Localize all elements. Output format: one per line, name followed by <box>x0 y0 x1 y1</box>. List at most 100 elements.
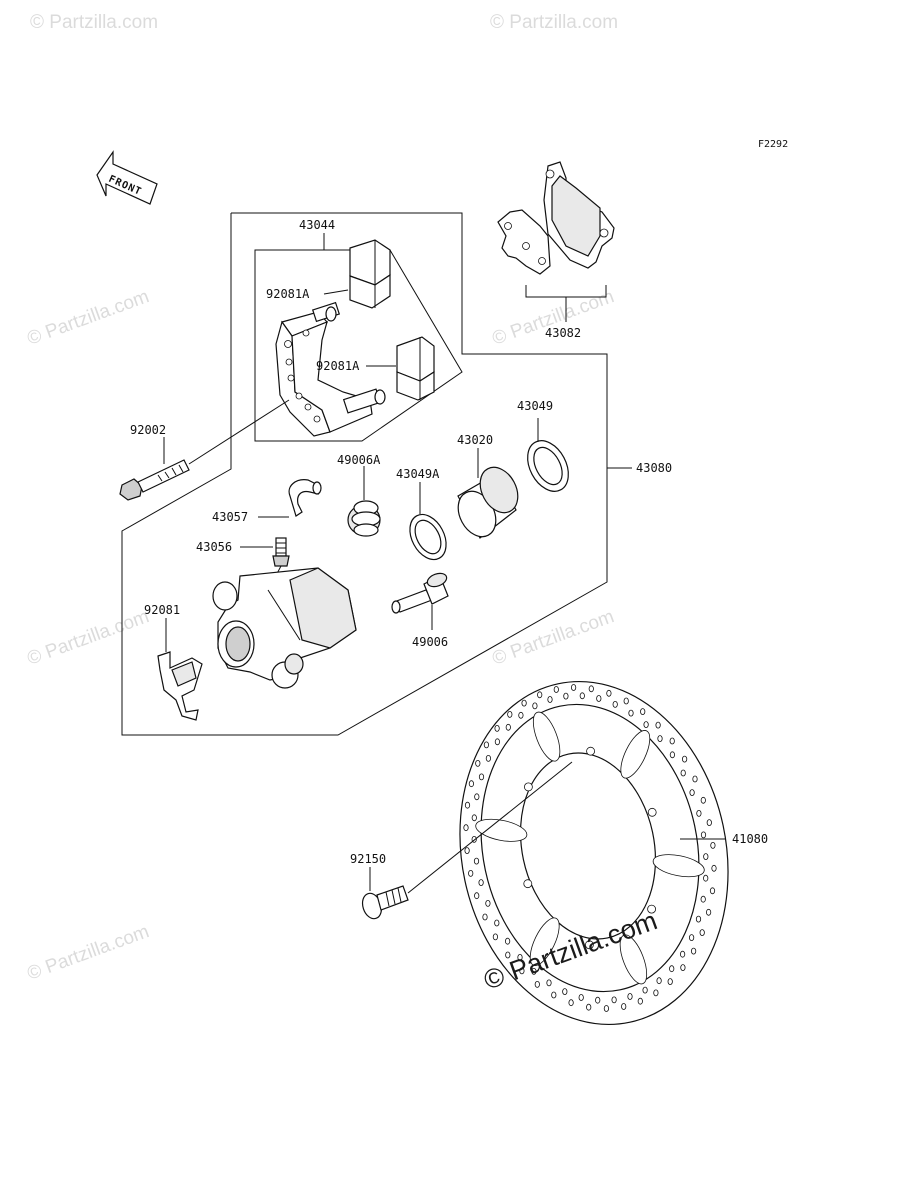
label-92081A-upper: 92081A <box>266 287 310 301</box>
label-92002: 92002 <box>130 423 166 437</box>
disc-drill-hole <box>655 721 661 729</box>
disc-slot <box>619 934 648 985</box>
disc-drill-hole <box>568 999 574 1007</box>
disc-drill-hole <box>492 933 498 941</box>
disc-slot <box>529 917 560 966</box>
disc-drill-hole <box>710 842 716 849</box>
disc-slot <box>532 711 561 762</box>
label-41080: 41080 <box>732 832 768 846</box>
disc-drill-hole <box>628 709 634 717</box>
disc-drill-hole <box>483 741 489 749</box>
disc-drill-hole <box>485 900 491 907</box>
pad-spring-upper <box>349 239 391 309</box>
disc-drill-hole <box>482 913 488 921</box>
disc-drill-hole <box>464 847 470 854</box>
disc-drill-hole <box>463 824 469 832</box>
disc-mount-hole <box>524 782 533 792</box>
disc-mount-hole <box>586 746 595 756</box>
label-92081: 92081 <box>144 603 180 617</box>
pin-boot <box>347 500 381 537</box>
disc-drill-hole <box>494 725 500 732</box>
watermark: © Partzilla.com <box>30 12 158 33</box>
disc-drill-hole <box>637 997 643 1005</box>
disc-drill-hole <box>468 780 474 788</box>
disc-drill-hole <box>478 773 485 781</box>
disc-drill-hole <box>680 769 686 777</box>
disc-drill-hole <box>700 831 707 839</box>
label-43057: 43057 <box>212 510 248 524</box>
disc-drill-hole <box>537 691 543 699</box>
label-43049A: 43049A <box>396 467 440 481</box>
disc-drill-hole <box>692 775 698 783</box>
caliper-bracket <box>275 301 386 437</box>
part-labels: 43044 92081A 92081A 43082 92002 43049 43… <box>130 218 768 866</box>
brake-pad-set <box>497 161 615 275</box>
disc-drill-hole <box>546 979 552 987</box>
watermark: © Partzilla.com <box>490 286 617 350</box>
disc-mount-hole <box>523 879 533 889</box>
disc-drill-hole <box>471 814 477 822</box>
label-43082: 43082 <box>545 326 581 340</box>
bleeder-valve <box>272 537 290 567</box>
disc-drill-hole <box>464 801 471 809</box>
disc-slot <box>620 730 651 779</box>
disc-drill-hole <box>657 735 663 742</box>
disc-drill-hole <box>690 947 697 955</box>
watermark: © Partzilla.com <box>25 921 152 985</box>
disc-drill-hole <box>669 737 675 745</box>
disc-drill-hole <box>562 988 568 995</box>
disc-drill-hole <box>494 919 500 927</box>
label-43056: 43056 <box>196 540 232 554</box>
disc-slot <box>475 818 528 842</box>
disc-bolt <box>361 885 409 920</box>
disc-drill-hole <box>507 711 513 718</box>
brake-disc <box>459 680 729 1026</box>
label-92081A-lower: 92081A <box>316 359 360 373</box>
disc-drill-hole <box>696 810 702 817</box>
disc-mount-hole <box>585 940 594 950</box>
slide-pin <box>391 572 449 614</box>
disc-drill-hole <box>643 721 649 728</box>
disc-drill-hole <box>519 967 525 975</box>
disc-drill-holes <box>463 684 717 1012</box>
disc-drill-hole <box>586 1003 592 1011</box>
disc-drill-hole <box>667 978 673 985</box>
disc-drill-hole <box>473 857 480 865</box>
disc-drill-hole <box>532 702 538 710</box>
disc-drill-hole <box>505 951 511 959</box>
assembly-outline-43080 <box>121 212 608 736</box>
disc-drill-hole <box>689 789 695 796</box>
disc-drill-hole <box>505 723 511 731</box>
disc-slot <box>652 854 705 878</box>
disc-lightening-slots <box>475 711 705 985</box>
disc-drill-hole <box>494 738 500 746</box>
watermark: © Partzilla.com <box>490 12 618 33</box>
disc-drill-hole <box>623 697 629 705</box>
disc-drill-hole <box>621 1003 627 1010</box>
disc-drill-hole <box>570 684 577 691</box>
label-43020: 43020 <box>457 433 493 447</box>
disc-drill-hole <box>688 934 695 941</box>
disc-drill-hole <box>627 993 633 1000</box>
pad-spring-clip <box>157 651 203 721</box>
disc-drill-hole <box>551 991 557 999</box>
disc-drill-hole <box>588 685 594 693</box>
disc-drill-hole <box>475 760 481 767</box>
disc-drill-hole <box>518 711 524 719</box>
disc-drill-hole <box>596 695 602 702</box>
disc-drill-hole <box>680 964 686 971</box>
disc-drill-hole <box>579 692 585 700</box>
label-92150: 92150 <box>350 852 386 866</box>
disc-drill-hole <box>547 696 553 703</box>
disc-drill-hole <box>603 1005 610 1012</box>
disc-bolt-axis <box>407 761 573 894</box>
front-arrow-icon: FRONT <box>96 150 158 205</box>
disc-drill-hole <box>521 699 527 707</box>
leader-92002-axis <box>188 399 290 465</box>
disc-mount-hole <box>647 904 656 914</box>
disc-drill-hole <box>478 879 484 886</box>
disc-drill-hole <box>700 895 706 903</box>
disc-mount-hole <box>647 807 657 817</box>
bolt-92002 <box>119 459 190 501</box>
